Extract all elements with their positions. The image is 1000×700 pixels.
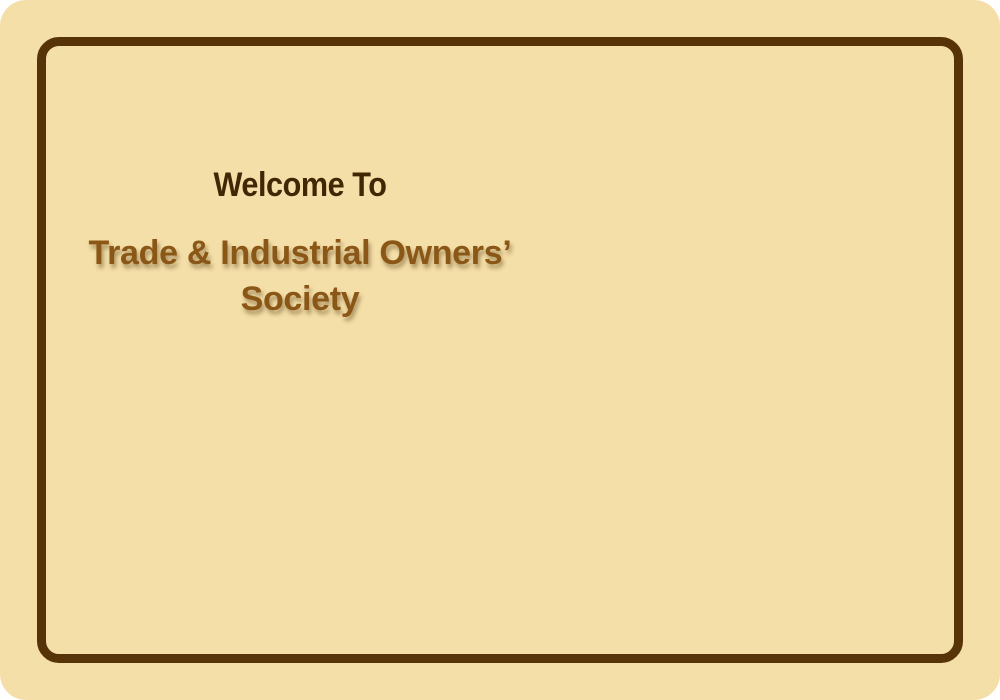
society-name: Trade & Industrial Owners’ Society — [88, 234, 512, 318]
welcome-card — [37, 37, 963, 663]
welcome-heading: Welcome To — [213, 166, 387, 204]
welcome-block: Welcome To Trade & Industrial Owners’ So… — [50, 160, 550, 322]
